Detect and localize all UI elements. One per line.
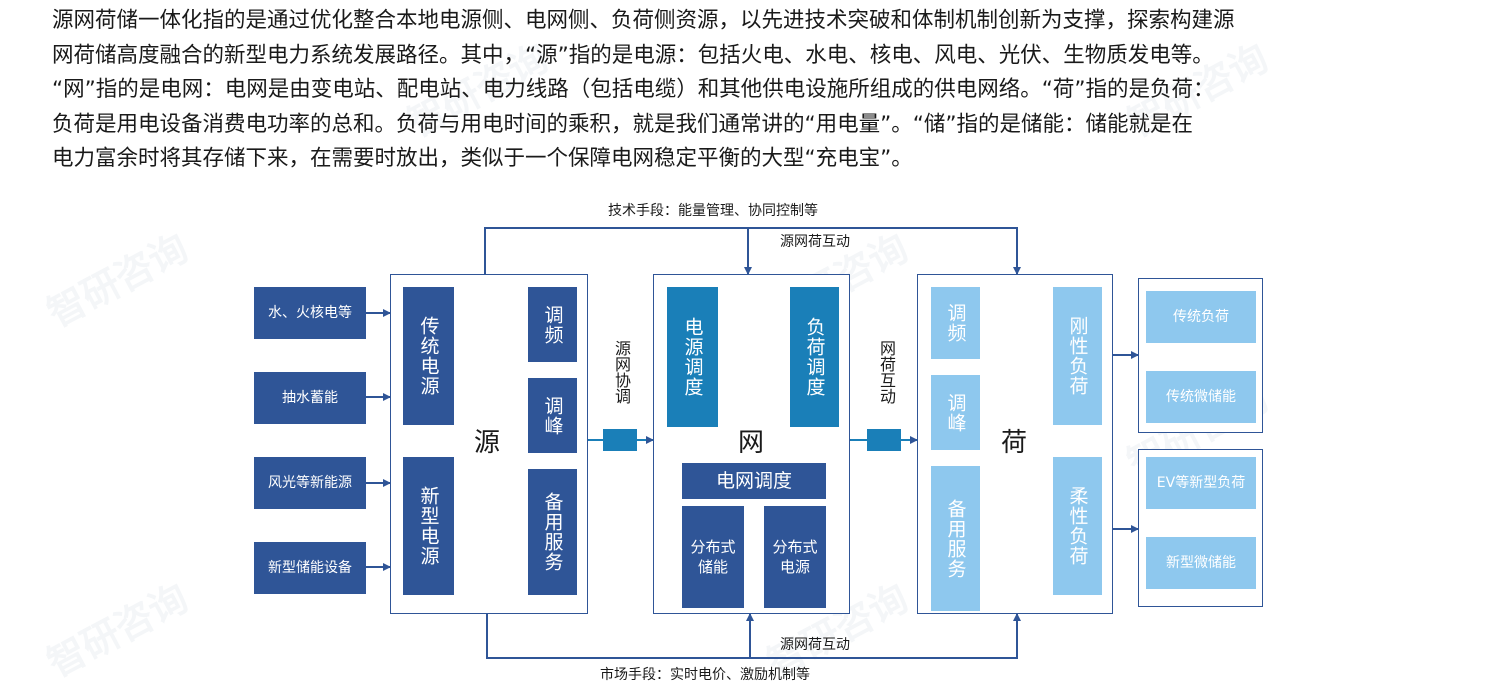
source-item: 风光等新能源 [254, 457, 366, 509]
load-fm-box: 调频 [931, 287, 980, 359]
rigid-load-box: 刚性负荷 [1053, 287, 1102, 425]
grid-dispatch-box: 电网调度 [682, 463, 826, 499]
power-dispatch-box: 电源调度 [667, 287, 718, 427]
bottom-interaction-label: 源网荷互动 [780, 637, 850, 653]
top-method-label: 技术手段：能量管理、协同控制等 [608, 203, 818, 219]
source-reserve-box: 备用服务 [528, 469, 577, 595]
intro-line: 负荷是用电设备消费电功率的总和。负荷与用电时间的乘积，就是我们通常讲的“用电量”… [52, 111, 1194, 137]
intro-paragraph: 源网荷储一体化指的是通过优化整合本地电源侧、电网侧、负荷侧资源，以先进技术突破和… [52, 4, 1462, 177]
source-grid-connector [603, 429, 637, 451]
top-interaction-label: 源网荷互动 [780, 234, 850, 250]
new-power-box: 新型电源 [403, 457, 454, 595]
traditional-power-box: 传统电源 [403, 287, 454, 425]
ev-new-load-box: EV等新型负荷 [1146, 457, 1256, 509]
intro-line: 电力富余时将其存储下来，在需要时放出，类似于一个保障电网稳定平衡的大型“充电宝”… [52, 146, 913, 171]
grid-load-interaction-label: 网荷互动 [877, 340, 896, 404]
source-fm-box: 调频 [528, 287, 577, 362]
distributed-power-box: 分布式电源 [764, 506, 826, 608]
flexible-load-box: 柔性负荷 [1053, 457, 1102, 595]
source-title: 源 [474, 428, 501, 458]
source-grid-coordination-label: 源网协调 [612, 340, 631, 404]
source-item: 新型储能设备 [254, 542, 366, 594]
source-item: 抽水蓄能 [254, 372, 366, 424]
bottom-method-label: 市场手段：实时电价、激励机制等 [600, 667, 810, 683]
traditional-micro-storage-box: 传统微储能 [1146, 371, 1256, 423]
intro-line: 网荷储高度融合的新型电力系统发展路径。其中，“源”指的是电源：包括火电、水电、核… [52, 42, 1214, 68]
intro-line: “网”指的是电网：电网是由变电站、配电站、电力线路（包括电缆）和其他供电设施所组… [52, 77, 1215, 102]
source-item: 水、火核电等 [254, 287, 366, 339]
intro-line: 源网荷储一体化指的是通过优化整合本地电源侧、电网侧、负荷侧资源，以先进技术突破和… [52, 8, 1235, 33]
load-reserve-box: 备用服务 [931, 466, 980, 611]
load-dispatch-box: 负荷调度 [790, 287, 839, 427]
load-peak-box: 调峰 [931, 375, 980, 450]
traditional-load-box: 传统负荷 [1146, 291, 1256, 343]
source-peak-box: 调峰 [528, 378, 577, 453]
grid-load-connector [867, 429, 901, 451]
grid-title: 网 [738, 428, 765, 458]
new-micro-storage-box: 新型微储能 [1146, 537, 1256, 589]
load-title: 荷 [1001, 428, 1028, 458]
distributed-storage-box: 分布式储能 [682, 506, 744, 608]
